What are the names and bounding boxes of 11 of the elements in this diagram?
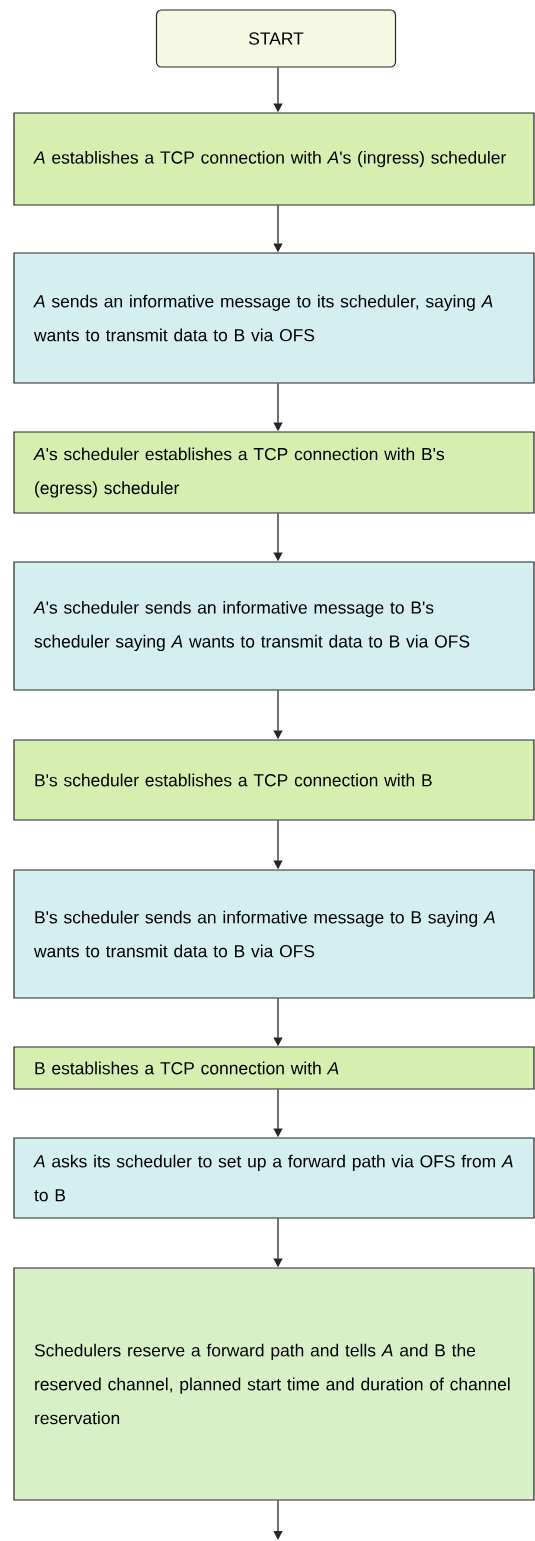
arrow (273, 1499, 283, 1540)
process-box: B's scheduler establishes a TCP connection with B (13, 739, 535, 821)
start-box: START (155, 9, 397, 68)
process-box: A's scheduler establishes a TCP connection with B's (egress) scheduler (13, 431, 535, 514)
process-box: B's scheduler sends an informative message to B saying A wants to transmit data to B via OFS (13, 869, 535, 999)
process-box: A establishes a TCP connection with A's (ingress) scheduler (13, 112, 535, 206)
process-box: Schedulers reserve a forward path and tells A and B the reserved channel, planned start time and duration of channel reservation (13, 1267, 535, 1501)
process-box: A's scheduler sends an informative message to B's scheduler saying A wants to transmit data to B via OFS (13, 561, 535, 691)
process-box: B establishes a TCP connection with A (13, 1046, 535, 1090)
process-box: A sends an informative message to its scheduler, saying A wants to transmit data to B via OFS (13, 252, 535, 384)
process-box: A asks its scheduler to set up a forward path via OFS from A to B (13, 1137, 535, 1219)
